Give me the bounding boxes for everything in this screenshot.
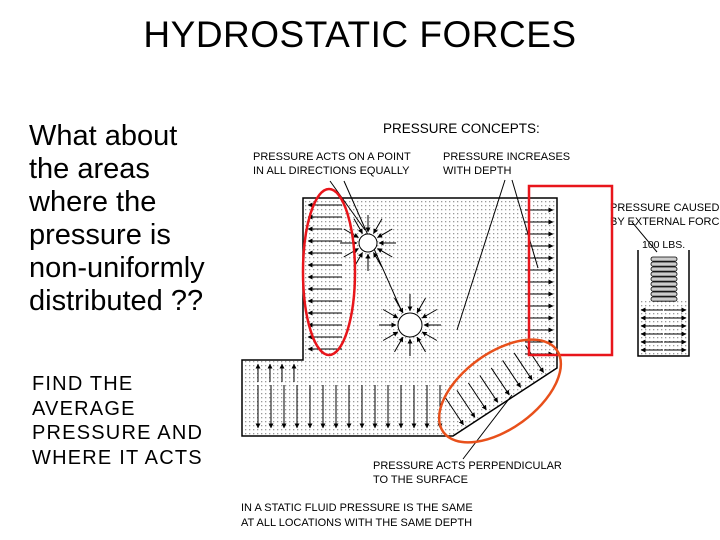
leader-depth-1 (456, 179, 506, 331)
question-line: pressure is (29, 219, 171, 251)
piston-arrows (640, 307, 687, 353)
leader-depth-2 (511, 179, 539, 269)
pressure-arrow (421, 309, 438, 319)
wall-arrows-left (307, 202, 342, 352)
pressure-arrow (416, 297, 426, 314)
pressure-arrow (445, 397, 464, 426)
weight-plate (650, 286, 678, 292)
point-burst-lower (379, 294, 441, 356)
question-text: What about the areas where the pressure … (29, 120, 239, 318)
pressure-arrow (502, 360, 522, 388)
piston-cylinder-wall (637, 250, 690, 357)
question-line: the areas (29, 153, 150, 185)
label-point-line2: IN ALL DIRECTIONS EQUALLY (253, 165, 410, 177)
weight-plate (650, 276, 678, 282)
weight-plate (650, 266, 678, 272)
label-point-line1: PRESSURE ACTS ON A POINT (253, 151, 411, 163)
question-line: What about (29, 120, 178, 152)
highlight-ellipse-slope (437, 338, 563, 444)
pressure-arrow (513, 352, 533, 381)
weight-plate (650, 256, 678, 262)
leader-perpendicular (462, 394, 513, 460)
pressure-arrow (456, 390, 476, 418)
pressure-arrow (373, 252, 383, 268)
highlight-rect-right-wall (527, 184, 614, 357)
weight-plate (650, 281, 678, 287)
label-external-line2: BY EXTERNAL FORCE (610, 216, 720, 228)
pressure-arrow (382, 331, 399, 341)
task-line: PRESSURE AND (32, 422, 204, 444)
pressure-arrow (343, 248, 359, 258)
label-perpendicular-line1: PRESSURE ACTS PERPENDICULAR (373, 460, 562, 472)
slope-arrows (445, 345, 544, 426)
diagram-heading: PRESSURE CONCEPTS: (383, 121, 540, 136)
leader-external (631, 221, 658, 253)
pressure-arrow (377, 228, 393, 238)
label-depth-line2: WITH DEPTH (443, 165, 511, 177)
slide-title: HYDROSTATIC FORCES (143, 14, 577, 55)
pressure-arrow (394, 336, 404, 353)
pressure-arrow (490, 367, 510, 396)
pressure-arrow (421, 331, 438, 341)
task-text: FIND THE AVERAGE PRESSURE AND WHERE IT A… (32, 372, 232, 470)
pressure-arrow (467, 382, 487, 411)
task-line: FIND THE (32, 373, 134, 395)
pressure-arrow (394, 297, 404, 314)
pressure-arrow (479, 375, 499, 403)
fluid-point (358, 233, 378, 253)
footnote-line2: AT ALL LOCATIONS WITH THE SAME DEPTH (241, 517, 472, 529)
footnote-line1: IN A STATIC FLUID PRESSURE IS THE SAME (241, 502, 473, 514)
question-line: distributed ?? (29, 285, 204, 317)
weight-plate (650, 296, 678, 302)
task-line: AVERAGE (32, 397, 136, 420)
label-perpendicular-line2: TO THE SURFACE (373, 474, 468, 486)
pressure-arrow (373, 218, 383, 234)
pressure-arrow (377, 248, 393, 258)
pressure-arrow (382, 309, 399, 319)
bottom-arrows (255, 363, 443, 429)
question-line: non-uniformly (29, 252, 205, 284)
pressure-arrow (353, 218, 363, 234)
weight-plate (650, 261, 678, 267)
weight-stack (650, 256, 678, 302)
label-depth-line1: PRESSURE INCREASES (443, 151, 570, 163)
fluid-point (397, 312, 423, 338)
weight-plate (650, 291, 678, 297)
weight-label: 100 LBS. (642, 239, 685, 251)
question-line: where the (29, 186, 157, 218)
leader-point-1 (329, 180, 366, 231)
weight-plate (650, 271, 678, 277)
highlight-ellipse-left-wall (301, 187, 357, 357)
fluid-tank (241, 197, 558, 437)
label-external-line1: PRESSURE CAUSED (610, 202, 719, 214)
task-line: WHERE IT ACTS (32, 446, 203, 469)
pressure-arrow (416, 336, 426, 353)
piston-cylinder-fluid (638, 300, 688, 355)
